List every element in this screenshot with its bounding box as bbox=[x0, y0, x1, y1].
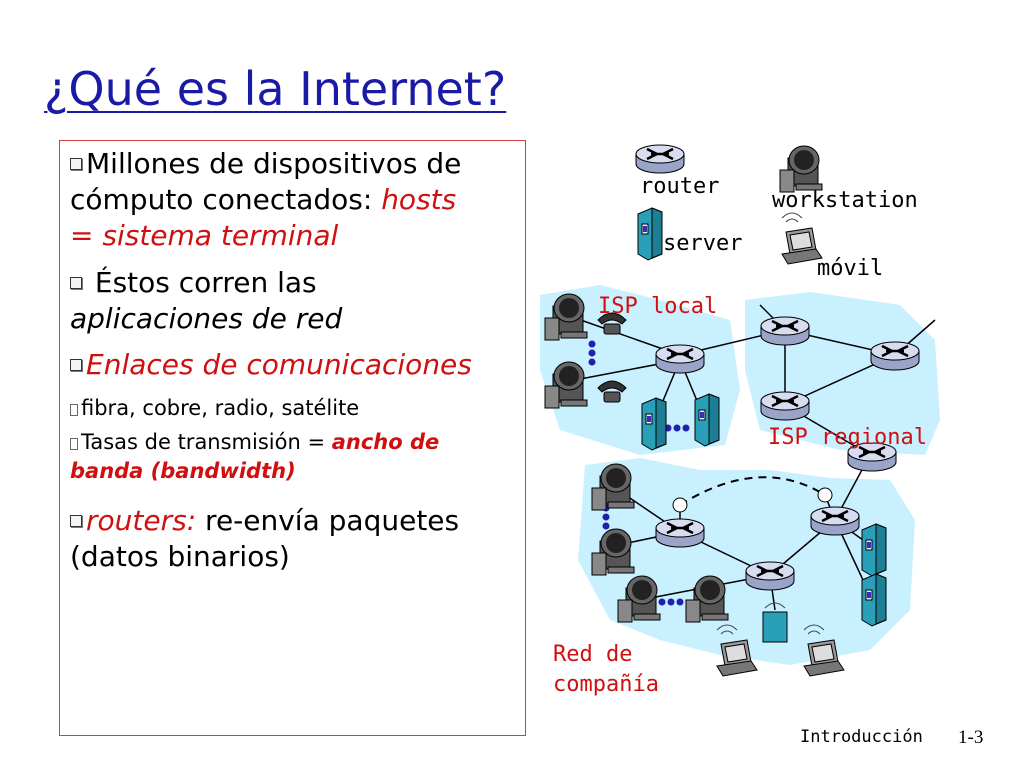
router-icon bbox=[744, 560, 796, 592]
sub-bullet-marker bbox=[70, 404, 78, 416]
router-icon bbox=[759, 390, 811, 422]
sub-bullet-marker bbox=[70, 438, 78, 450]
bullet-routers: routers: re-envía paquetes (datos binari… bbox=[70, 504, 460, 573]
router-icon bbox=[869, 340, 921, 372]
access-point-icon bbox=[762, 611, 788, 643]
server-icon bbox=[861, 523, 887, 577]
isp-local-cloud bbox=[540, 285, 740, 455]
slide-title: ¿Qué es la Internet? bbox=[44, 62, 507, 116]
legend-mobile-icon bbox=[781, 212, 823, 265]
bullet-marker bbox=[70, 359, 82, 371]
router-icon bbox=[654, 517, 706, 549]
bullet-marker bbox=[70, 515, 82, 527]
legend-mobile-label: móvil bbox=[817, 256, 884, 281]
router-icon bbox=[759, 315, 811, 347]
sub-bullet-media: fibra, cobre, radio, satélite bbox=[70, 394, 359, 423]
bullet-applications: Éstos corren las aplicaciones de red bbox=[70, 266, 343, 335]
isp-regional-label: ISP regional bbox=[768, 425, 927, 450]
ellipsis-dots bbox=[588, 340, 690, 606]
router-icon bbox=[809, 505, 861, 537]
bullet-marker bbox=[70, 158, 82, 170]
bullet-text-box bbox=[59, 140, 526, 736]
legend-server-icon bbox=[637, 207, 663, 261]
satellite-link bbox=[679, 476, 826, 506]
bullet-devices: Millones de dispositivos de cómputo cone… bbox=[70, 147, 462, 252]
legend-workstation-icon bbox=[779, 145, 823, 193]
server-icon bbox=[641, 397, 667, 451]
server-icon bbox=[694, 393, 720, 447]
bullet-marker bbox=[70, 277, 82, 289]
sub-bullet-bandwidth: Tasas de transmisión = ancho de banda (b… bbox=[70, 430, 440, 483]
footer-page-number: 1-3 bbox=[958, 727, 984, 748]
footer-chapter: Introducción bbox=[800, 727, 923, 747]
isp-local-label: ISP local bbox=[598, 294, 718, 319]
legend-router-label: router bbox=[640, 174, 720, 199]
company-network-label: Red de compañía bbox=[553, 642, 659, 697]
legend-router-icon bbox=[634, 143, 686, 175]
bullet-links: Enlaces de comunicaciones bbox=[70, 347, 472, 383]
legend-workstation-label: workstation bbox=[772, 188, 918, 213]
router-icon bbox=[654, 343, 706, 375]
server-icon bbox=[861, 573, 887, 627]
legend-server-label: server bbox=[663, 231, 743, 256]
